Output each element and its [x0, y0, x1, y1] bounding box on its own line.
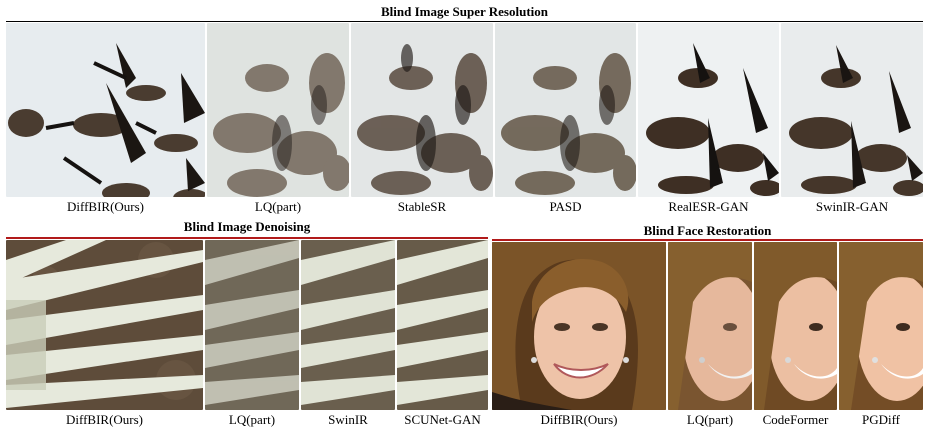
denoise-caption-swinir: SwinIR: [328, 412, 368, 427]
section-rule-sr: [6, 21, 923, 22]
sr-caption-pasd: PASD: [549, 199, 582, 214]
face-caption-diffbir: DiffBIR(Ours): [540, 412, 618, 427]
denoise-image-diffbir: [6, 240, 203, 410]
sr-caption-stablesr: StableSR: [397, 199, 447, 214]
denoise-caption-diffbir: DiffBIR(Ours): [65, 412, 144, 427]
section-title-denoise: Blind Image Denoising: [183, 219, 311, 234]
section-title-sr: Blind Image Super Resolution: [381, 4, 548, 19]
sr-image-diffbir: [6, 23, 205, 197]
sr-image-stablesr: [351, 23, 493, 197]
face-caption-pgdiff: PGDiff: [861, 412, 901, 427]
denoise-caption-lq: LQ(part): [228, 412, 276, 427]
section-title-face: Blind Face Restoration: [643, 223, 772, 238]
face-caption-codeformer: CodeFormer: [762, 412, 829, 427]
face-caption-lq: LQ(part): [686, 412, 734, 427]
sr-image-realesrgan: [638, 23, 779, 197]
section-rule-face: [492, 239, 923, 241]
denoise-image-lq: [205, 240, 299, 410]
sr-image-lq: [207, 23, 349, 197]
sr-caption-swinirgan: SwinIR-GAN: [815, 199, 889, 214]
face-image-codeformer: [754, 242, 837, 410]
face-image-lq: [668, 242, 752, 410]
sr-image-pasd: [495, 23, 636, 197]
sr-caption-diffbir: DiffBIR(Ours): [66, 199, 145, 214]
face-image-pgdiff: [839, 242, 923, 410]
denoise-image-scunetgan: [397, 240, 488, 410]
sr-image-swinirgan: [781, 23, 923, 197]
sr-caption-realesrgan: RealESR-GAN: [668, 199, 749, 214]
face-image-diffbir: [492, 242, 666, 410]
section-rule-denoise: [6, 237, 488, 239]
denoise-image-swinir: [301, 240, 395, 410]
denoise-caption-scunetgan: SCUNet-GAN: [404, 412, 481, 427]
sr-caption-lq: LQ(part): [254, 199, 302, 214]
